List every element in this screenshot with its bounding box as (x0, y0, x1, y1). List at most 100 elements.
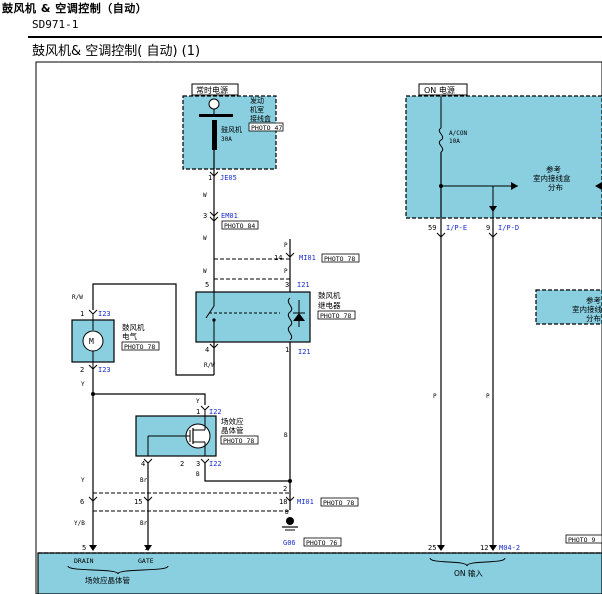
relay-label-1: 鼓风机 (318, 290, 341, 300)
module-pin-a: 5 (82, 544, 86, 552)
wire-label-w: W (203, 192, 207, 199)
fuse-rating: 30A (221, 136, 232, 143)
relay-conn-top: I21 (297, 281, 310, 289)
fet-pin-bm: 2 (180, 460, 184, 468)
pin-number: 1 (208, 174, 212, 182)
fet-label-2: 晶体管 (221, 425, 244, 435)
connector-id: JE05 (220, 174, 237, 182)
header-divider (28, 36, 602, 38)
module-photo: PHOTO 9 (568, 536, 595, 544)
bulb-icon (208, 98, 220, 110)
ref2-line-3: 分布 (586, 313, 601, 323)
wire-label-w3: W (203, 268, 207, 275)
em01-photo: PHOTO 84 (224, 222, 255, 230)
mi01-connector: MI01 (299, 254, 316, 262)
bottom-pin-15: 15 (134, 498, 142, 506)
relay-label-2: 继电器 (318, 300, 341, 310)
wire-label-br2: Br (140, 520, 148, 527)
motor-symbol: M (89, 337, 94, 346)
relay-pin-tr: 3 (285, 281, 289, 289)
mi01-pin-a: 14 (274, 254, 282, 262)
motor-pin-top: 1 (80, 310, 84, 318)
wire-label-p4: P (486, 393, 490, 400)
acon-fuse-rating: 10A (449, 138, 460, 145)
diagram-frame (35, 61, 602, 594)
mi01b-pin-a: 2 (283, 485, 287, 493)
wire-label-y: Y (81, 381, 85, 388)
box-label-2: 机室 (250, 105, 264, 114)
wire-label-p: P (284, 242, 288, 249)
drain-label: DRAIN (74, 557, 94, 565)
fet-caption: 场效应晶体管 (85, 575, 130, 585)
on-conn-a: I/P-E (446, 224, 467, 232)
wire-label-yb: Y/B (74, 520, 85, 527)
acon-fuse-name: A/CON (449, 130, 467, 137)
relay-pin-bl: 4 (205, 346, 209, 354)
relay-pin-br: 1 (285, 346, 289, 354)
wire-label-br: Br (140, 477, 148, 484)
mi01b-pin-b: 18 (279, 498, 287, 506)
ref2-line-2: 室内接线盒 (572, 304, 602, 314)
on-pin-a: 59 (428, 224, 436, 232)
wire-label-w2: W (203, 235, 207, 242)
mi01-photo: PHOTO 78 (324, 255, 355, 263)
wire-label-b: B (196, 471, 200, 478)
wire-label-b2: B (284, 432, 288, 439)
fuse-name: 鼓风机 (221, 125, 242, 134)
wire-label-rw2: R/W (72, 294, 83, 301)
ground-name: G06 (283, 539, 296, 547)
on-source-label: ON 电源 (424, 85, 455, 95)
control-module (37, 552, 602, 594)
motor-photo: PHOTO 78 (124, 343, 155, 351)
ref2-line-1: 参考 (586, 295, 601, 305)
blower-relay (195, 291, 311, 343)
motor-label-2: 电气 (122, 331, 137, 341)
ref-junction-box (535, 289, 602, 325)
motor-conn-top: I23 (98, 310, 111, 318)
photo-ref: PHOTO 47 (251, 124, 282, 132)
page-title: 鼓风机 & 空调控制（自动） (2, 2, 148, 15)
interior-junction-box (405, 95, 602, 219)
gate-label: GATE (138, 557, 154, 565)
em01-pin: 3 (203, 212, 207, 220)
wire-label-b3: B (285, 509, 289, 516)
bottom-pin-6: 6 (80, 498, 84, 506)
wire-label-p3: P (433, 393, 437, 400)
ref-line-2: 室内接线盒 (533, 173, 571, 183)
ref-line-1: 参考 (546, 164, 561, 174)
fuse-bar-icon (199, 114, 233, 117)
mi01b-photo: PHOTO 78 (323, 499, 354, 507)
fet-label-1: 场效应 (221, 416, 244, 426)
relay-conn-bottom: I21 (298, 348, 311, 356)
wire-label-rw: R/W (204, 362, 215, 369)
ref-line-3: 分布 (548, 182, 563, 192)
fet-conn-bottom: I22 (209, 460, 222, 468)
relay-pin-tl: 5 (205, 281, 209, 289)
diagram-subtitle: 鼓风机& 空调控制( 自动) (1) (32, 44, 201, 59)
fet-pin-top: 1 (196, 408, 200, 416)
box-label-3: 接线盒 (250, 114, 271, 123)
fet-pin-br: 3 (196, 460, 200, 468)
wire-label-p2: P (284, 268, 288, 275)
wire-label-y3: Y (81, 477, 85, 484)
module-pin-25: 25 (428, 544, 436, 552)
on-conn-b: I/P-D (498, 224, 519, 232)
fet-photo: PHOTO 78 (223, 437, 254, 445)
ground-photo: PHOTO 76 (306, 539, 337, 547)
box-label-1: 发动 (250, 96, 264, 105)
on-pin-b: 9 (486, 224, 490, 232)
mi01b-connector: MI01 (297, 498, 314, 506)
motor-conn-bottom: I23 (98, 366, 111, 374)
source-label: 常时电源 (196, 85, 228, 95)
module-connector: M04-2 (499, 544, 520, 552)
fet-pin-bl: 4 (141, 460, 145, 468)
on-input-caption: ON 输入 (454, 568, 483, 578)
fuse-body-icon (212, 120, 217, 150)
diagram-code: SD971-1 (32, 18, 79, 31)
engine-junction-box (182, 95, 277, 170)
module-pin-12: 12 (480, 544, 488, 552)
ground-icon (286, 517, 294, 525)
source-label-box (191, 83, 239, 96)
em01-connector: EM01 (221, 212, 238, 220)
